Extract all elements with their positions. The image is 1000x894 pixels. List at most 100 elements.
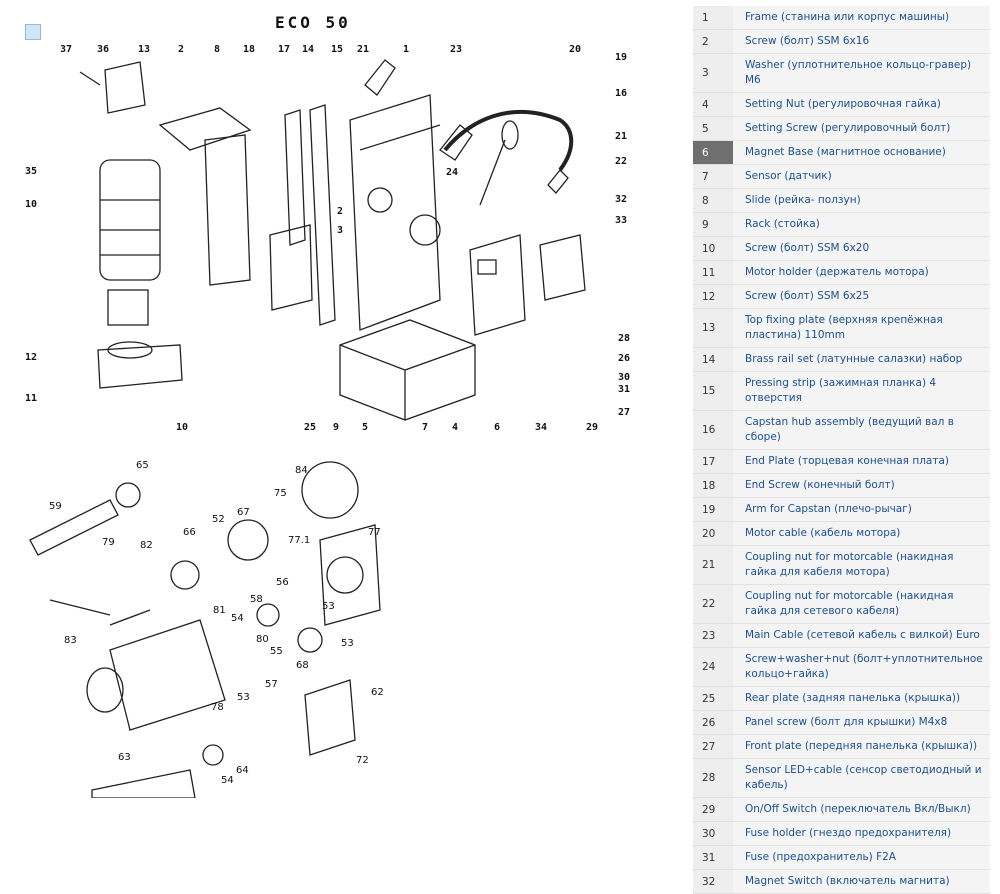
part-description-link[interactable]: Brass rail set (латунные салазки) набор [733, 347, 990, 372]
part-description-link[interactable]: Magnet Switch (включатель магнита) [733, 869, 990, 894]
part-description-link[interactable]: Magnet Base (магнитное основание) [733, 140, 990, 165]
part-description-link[interactable]: Frame (станина или корпус машины) [733, 6, 990, 30]
svg-text:13: 13 [138, 44, 150, 55]
part-description-link[interactable]: Washer (уплотнительное кольцо-гравер) M6 [733, 53, 990, 93]
svg-text:36: 36 [97, 44, 109, 55]
part-description-link[interactable]: Motor cable (кабель мотора) [733, 521, 990, 546]
part-number: 14 [693, 347, 733, 372]
svg-text:24: 24 [446, 167, 458, 178]
part-description-link[interactable]: Pressing strip (зажимная планка) 4 отвер… [733, 371, 990, 411]
svg-text:58: 58 [250, 594, 263, 605]
part-description-link[interactable]: On/Off Switch (переключатель Вкл/Выкл) [733, 797, 990, 822]
part-description-link[interactable]: Screw (болт) SSM 6x20 [733, 236, 990, 261]
part-number: 9 [693, 212, 733, 237]
part-number: 19 [693, 497, 733, 522]
part-description-link[interactable]: Setting Nut (регулировочная гайка) [733, 92, 990, 117]
part-number: 11 [693, 260, 733, 285]
part-description-link[interactable]: Rack (стойка) [733, 212, 990, 237]
part-description-link[interactable]: Main Cable (сетевой кабель с вилкой) Eur… [733, 623, 990, 648]
part-description-link[interactable]: Fuse holder (гнездо предохранителя) [733, 821, 990, 846]
part-number: 30 [693, 821, 733, 846]
part-number: 4 [693, 92, 733, 117]
svg-text:64: 64 [236, 765, 249, 776]
svg-text:1: 1 [403, 44, 409, 55]
svg-text:67: 67 [237, 507, 250, 518]
svg-text:37: 37 [60, 44, 72, 55]
part-description-link[interactable]: Front plate (передняя панелька (крышка)) [733, 734, 990, 759]
part-description-link[interactable]: Coupling nut for motorcable (накидная га… [733, 545, 990, 585]
part-number: 18 [693, 473, 733, 498]
part-description-link[interactable]: Setting Screw (регулировочный болт) [733, 116, 990, 141]
svg-text:10: 10 [25, 199, 37, 210]
part-description-link[interactable]: Panel screw (болт для крышки) M4x8 [733, 710, 990, 735]
part-description-link[interactable]: End Plate (торцевая конечная плата) [733, 449, 990, 474]
svg-text:83: 83 [64, 635, 77, 646]
part-description-link[interactable]: Slide (рейка- ползун) [733, 188, 990, 213]
part-description-link[interactable]: Screw (болт) SSM 6x25 [733, 284, 990, 309]
svg-text:53: 53 [237, 692, 250, 703]
diagram-title: ECO 50 [275, 13, 351, 32]
part-description-link[interactable]: Fuse (предохранитель) F2A [733, 845, 990, 870]
image-thumbnail-icon[interactable] [25, 24, 41, 40]
part-description-link[interactable]: End Screw (конечный болт) [733, 473, 990, 498]
svg-text:72: 72 [356, 755, 369, 766]
part-description-link[interactable]: Motor holder (держатель мотора) [733, 260, 990, 285]
part-description-link[interactable]: Arm for Capstan (плечо-рычаг) [733, 497, 990, 522]
part-description-link[interactable]: Capstan hub assembly (ведущий вал в сбор… [733, 410, 990, 450]
part-description-link[interactable]: Sensor (датчик) [733, 164, 990, 189]
part-number: 27 [693, 734, 733, 759]
part-description-link[interactable]: Screw (болт) SSM 6x16 [733, 29, 990, 54]
svg-text:81: 81 [213, 605, 226, 616]
svg-text:23: 23 [450, 44, 462, 55]
svg-text:80: 80 [256, 634, 269, 645]
svg-text:29: 29 [586, 422, 598, 433]
svg-text:53: 53 [341, 638, 354, 649]
part-description-link[interactable]: Sensor LED+cable (сенсор светодиодный и … [733, 758, 990, 798]
svg-text:9: 9 [333, 422, 339, 433]
part-number: 32 [693, 869, 733, 894]
svg-text:7: 7 [422, 422, 428, 433]
svg-text:56: 56 [276, 577, 289, 588]
svg-text:21: 21 [357, 44, 369, 55]
part-description-link[interactable]: Coupling nut for motorcable (накидная га… [733, 584, 990, 624]
svg-text:32: 32 [615, 194, 627, 205]
part-description-link[interactable]: Rear plate (задняя панелька (крышка)) [733, 686, 990, 711]
part-description-link[interactable]: Screw+washer+nut (болт+уплотнительное ко… [733, 647, 990, 687]
part-description-link[interactable]: Top fixing plate (верхняя крепёжная плас… [733, 308, 990, 348]
svg-text:2: 2 [337, 206, 343, 217]
part-number: 1 [693, 6, 733, 30]
